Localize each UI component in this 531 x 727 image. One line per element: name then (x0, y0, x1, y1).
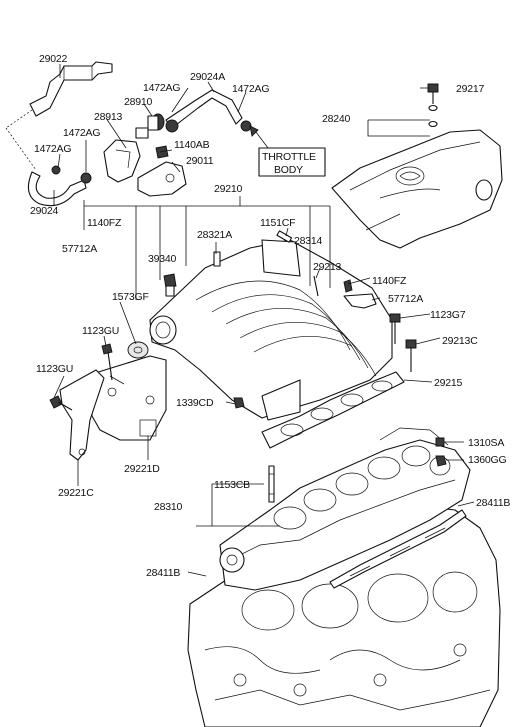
part-number-labels: 29022 1472AG 29024A 1472AG 28910 28913 1… (30, 53, 511, 579)
throttle-body-reference-box (249, 125, 326, 177)
label-29221c: 29221C (58, 487, 94, 499)
label-29217: 29217 (456, 83, 485, 95)
bolt-1310sa (435, 437, 445, 447)
bolt-1123gu-left (49, 395, 73, 411)
pin-29213 (313, 275, 319, 297)
hose-29024a (165, 89, 252, 133)
bolt-29217 (427, 83, 439, 128)
label-29221d: 29221D (124, 463, 160, 475)
label-1472ag-d: 1472AG (34, 143, 71, 155)
clamp-1472ag-lower (51, 165, 92, 184)
label-1472ag-c: 1472AG (63, 127, 100, 139)
bracket-29221c (59, 369, 105, 461)
label-28310: 28310 (154, 501, 183, 513)
valve-28913 (103, 127, 149, 183)
bracket-29221d (91, 355, 167, 441)
label-1140fz-a: 1140FZ (87, 217, 122, 229)
gasket-29215 (261, 371, 405, 449)
nut-1339cd (233, 397, 245, 409)
o-ring-1573gf (127, 341, 149, 359)
label-57712a-b: 57712A (388, 293, 423, 305)
engine-cover-29240 (331, 129, 503, 249)
pin-28321a (213, 251, 221, 267)
label-29024: 29024 (30, 205, 59, 217)
label-1140ab: 1140AB (174, 139, 210, 151)
label-1310sa: 1310SA (468, 437, 504, 449)
bracket-57712a-right (343, 279, 377, 309)
label-29213: 29213 (313, 261, 342, 273)
bolt-1123g7 (389, 313, 401, 344)
gasket-28411b-right (329, 509, 467, 589)
label-29022: 29022 (39, 53, 68, 65)
clamp-28910 (147, 113, 165, 131)
nut-1360gg (435, 455, 447, 467)
lower-intake-manifold-28310 (219, 427, 471, 591)
label-29011: 29011 (186, 155, 214, 167)
bolt-29213c (405, 339, 417, 372)
bracket-29011 (137, 161, 187, 197)
pipe-29022 (29, 61, 113, 117)
label-1140fz-b: 1140FZ (372, 275, 407, 287)
label-1472ag-a: 1472AG (143, 82, 180, 94)
label-1153cb: 1153CB (214, 479, 250, 491)
leader-lines (53, 64, 475, 577)
label-29213c: 29213C (442, 335, 478, 347)
label-29215: 29215 (434, 377, 463, 389)
upper-intake-manifold-29210 (149, 239, 393, 421)
label-1573gf: 1573GF (112, 291, 149, 303)
label-28321a: 28321A (197, 229, 232, 241)
hose-29024 (27, 171, 87, 207)
throttle-box-line2: BODY (274, 164, 303, 176)
stud-1153cb (268, 465, 275, 503)
label-57712a-a: 57712A (62, 243, 97, 255)
label-1472ag-b: 1472AG (232, 83, 269, 95)
label-28910: 28910 (124, 96, 153, 108)
bolt-1123gu-upper (101, 343, 113, 381)
label-39340: 39340 (148, 253, 177, 265)
label-1123gu-b: 1123GU (36, 363, 73, 375)
label-28411b-a: 28411B (476, 497, 510, 509)
label-28913: 28913 (94, 111, 123, 123)
fitting-39340 (163, 273, 177, 297)
label-1360gg: 1360GG (468, 454, 507, 466)
label-1151cf: 1151CF (260, 217, 295, 229)
label-28314: 28314 (294, 235, 323, 247)
stud-28314 (276, 230, 293, 243)
label-28240: 28240 (322, 113, 351, 125)
label-29210: 29210 (214, 183, 243, 195)
label-1123gu-a: 1123GU (82, 325, 119, 337)
label-29024a: 29024A (190, 71, 225, 83)
label-28411b-b: 28411B (146, 567, 180, 579)
label-1123g7: 1123G7 (430, 309, 466, 321)
label-1339cd: 1339CD (176, 397, 214, 409)
connection-lines-dotted (5, 109, 37, 171)
throttle-box-line1: THROTTLE (262, 151, 316, 163)
